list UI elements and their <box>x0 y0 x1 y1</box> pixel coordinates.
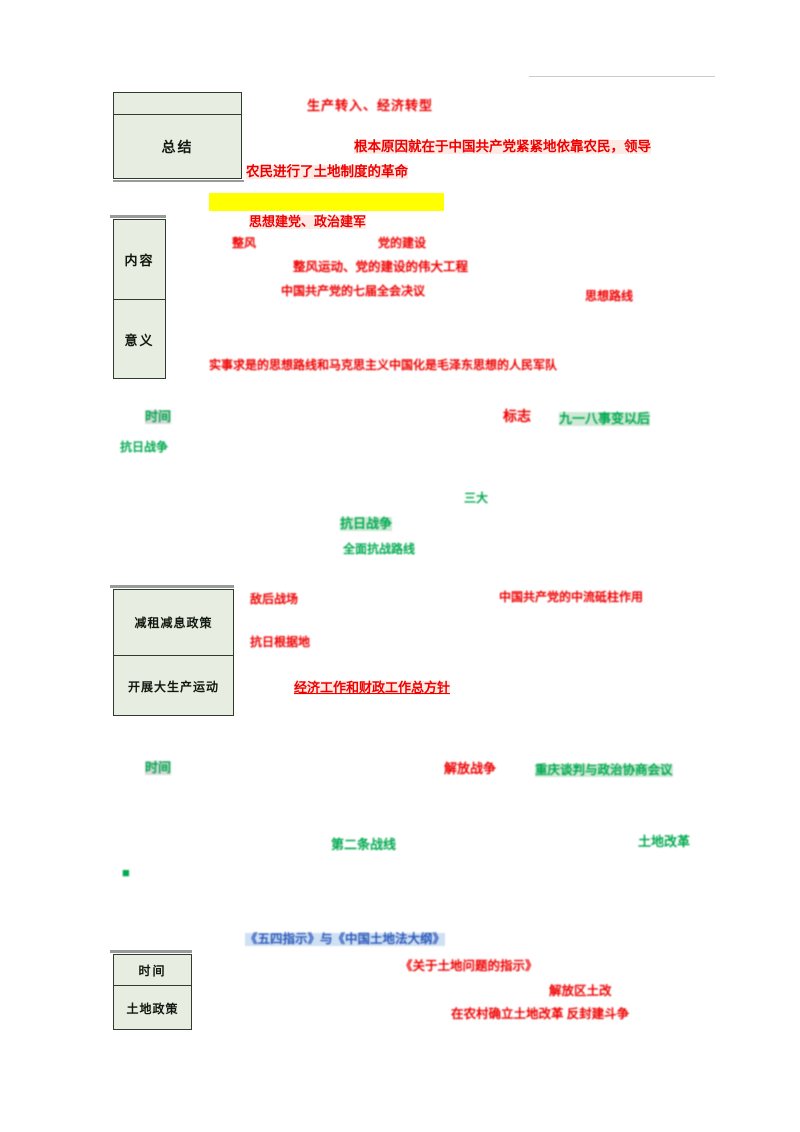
annotation-a23: 时间 <box>145 760 172 775</box>
land-table-row-1: 土地政策 <box>114 985 191 1030</box>
annotation-a21: 抗日根据地 <box>250 635 311 649</box>
annotation-a26: 第二条战线 <box>331 837 397 852</box>
annotation-a03: 农民进行了土地制度的革命 <box>246 164 408 180</box>
annotation-a24: 解放战争 <box>444 761 497 776</box>
annotation-a10: 思想路线 <box>585 289 634 303</box>
summary-table: 总结 <box>113 92 242 179</box>
annotation-a06: 整风 <box>232 236 257 250</box>
annotation-a27: 土地改革 <box>638 834 691 849</box>
content-table-shadow <box>110 215 166 218</box>
policy-table-row-0: 减租减息政策 <box>134 616 213 630</box>
content-table: 内容 意义 <box>113 219 166 379</box>
annotation-a08: 整风运动、党的建设的伟大工程 <box>293 260 469 274</box>
policy-table-shadow <box>110 585 234 588</box>
land-table-shadow <box>110 950 192 953</box>
annotation-a16: 三大 <box>464 491 489 505</box>
annotation-a29: 《五四指示》与《中国土地法大纲》 <box>245 932 446 947</box>
annotation-a11: 实事求是的思想路线和马克思主义中国化是毛泽东思想的人民军队 <box>209 358 558 372</box>
annotation-a01: 生产转入、经济转型 <box>307 98 434 113</box>
annotation-a14: 标志 <box>503 410 531 425</box>
annotation-a09: 中国共产党的七届全会决议 <box>281 284 426 298</box>
annotation-a05: 思想建党、政治建军 <box>249 214 367 229</box>
annotation-a18: 全面抗战路线 <box>343 542 416 556</box>
annotation-a28: ■ <box>122 865 130 880</box>
summary-table-shadow <box>113 180 244 182</box>
blank-white-box <box>529 42 715 77</box>
summary-table-row-1: 总结 <box>114 114 241 179</box>
content-table-row-1: 意义 <box>114 299 165 379</box>
annotation-a07: 党的建设 <box>378 236 427 250</box>
annotation-a12: 时间 <box>145 409 172 424</box>
annotation-a20: 中国共产党的中流砥柱作用 <box>499 590 644 604</box>
policy-table-row-1: 开展大生产运动 <box>114 655 233 716</box>
annotation-a17: 抗日战争 <box>340 516 393 531</box>
summary-table-row-0 <box>114 93 241 114</box>
policy-table: 减租减息政策 开展大生产运动 <box>113 589 234 716</box>
content-table-row-0: 内容 <box>124 253 155 268</box>
annotation-a02: 根本原因就在于中国共产党紧紧地依靠农民，领导 <box>354 139 651 155</box>
annotation-a30: 《关于土地问题的指示》 <box>400 959 538 973</box>
annotation-a13: 抗日战争 <box>120 440 169 454</box>
annotation-a25: 重庆谈判与政治协商会议 <box>535 763 673 778</box>
annotation-a15: 九一八事变以后 <box>559 411 651 426</box>
annotation-a19: 敌后战场 <box>250 592 299 606</box>
annotation-a31: 解放区土改 <box>549 984 612 998</box>
annotation-a22: 经济工作和财政工作总方针 <box>294 680 451 695</box>
land-table: 时间 土地政策 <box>113 954 192 1030</box>
land-table-row-0: 时间 <box>138 963 167 978</box>
annotation-a32: 在农村确立土地改革 反封建斗争 <box>451 1007 630 1021</box>
annotation-a04 <box>209 193 444 211</box>
